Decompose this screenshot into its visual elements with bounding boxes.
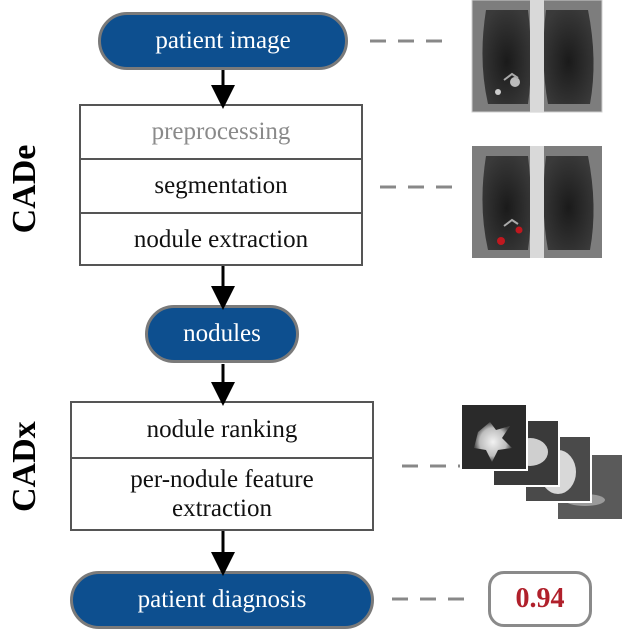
nodule-extraction-step: nodule extraction [81,212,361,266]
feature-extraction-step: per-nodule feature extraction [72,457,372,531]
cade-processing-box: preprocessing segmentation nodule extrac… [79,104,363,266]
diagnosis-score-badge: 0.94 [488,571,592,627]
segmentation-step: segmentation [81,158,361,212]
patient-image-node: patient image [98,12,348,70]
patient-diagnosis-node: patient diagnosis [70,571,374,629]
dashed-connectors [370,39,474,601]
ct-scan-thumbnail [471,0,603,113]
preprocessing-step: preprocessing [151,117,291,145]
cadx-processing-box: nodule ranking per-nodule feature extrac… [70,401,374,531]
nodule-marker-icon [515,226,523,234]
nodule-ranking-step: nodule ranking [146,415,298,443]
nodule-marker-icon [497,237,505,245]
nodule-patch-stack [460,403,624,521]
ct-scan-annotated-thumbnail [472,146,602,258]
